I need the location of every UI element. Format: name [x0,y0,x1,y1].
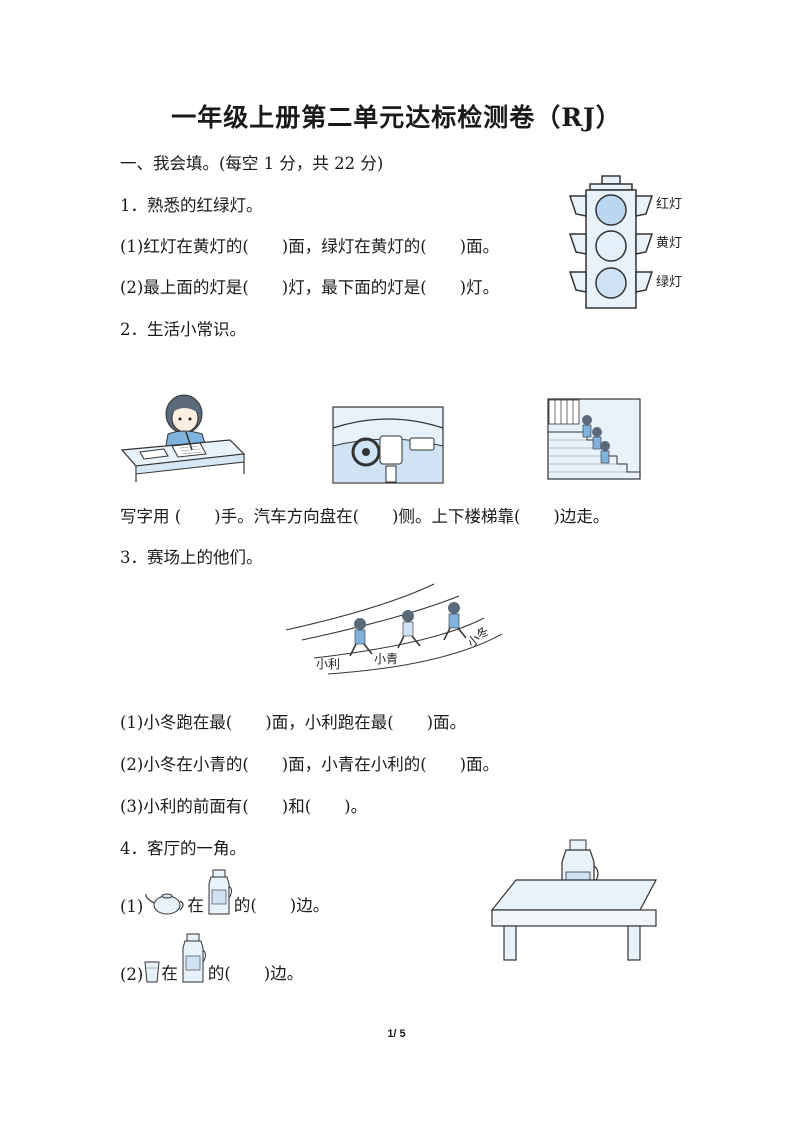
q4-line-2: (2) 在 的( )边。 [120,930,303,984]
red-light-label: 红灯 [656,197,683,212]
race-track-illustration [285,583,503,675]
section-1-heading: 一、我会填。(每空 1 分，共 22 分) [120,154,384,173]
q1-line-2: (2)最上面的灯是( )灯，最下面的灯是( )灯。 [120,278,500,297]
q4-l1-mid: 在 [187,896,204,915]
thermos-icon [208,869,232,915]
stairs-illustration [547,398,641,480]
teapot-icon [145,893,184,915]
traffic-light-illustration [568,175,654,309]
yellow-light-label: 黄灯 [656,236,683,251]
living-room-table-illustration [490,839,657,961]
q3-line-2: (2)小冬在小青的( )面，小青在小利的( )面。 [120,755,500,774]
q2-heading: 2．生活小常识。 [120,320,246,339]
green-light-label: 绿灯 [656,275,683,290]
q4-l2-prefix: (2) [120,965,144,984]
q4-l2-mid: 在 [161,964,178,983]
q1-heading: 1．熟悉的红绿灯。 [120,196,263,215]
q2-line: 写字用 ( )手。汽车方向盘在( )侧。上下楼梯靠( )边走。 [120,507,610,526]
girl-writing-illustration [120,394,245,482]
q3-line-3: (3)小利的前面有( )和( )。 [120,797,368,816]
q4-line-1: (1) 在 的( )边。 [120,868,329,916]
thermos-icon [182,933,206,983]
cup-icon [144,961,160,983]
q3-heading: 3．赛场上的他们。 [120,548,263,567]
q4-l1-prefix: (1) [120,897,144,916]
page-number: 1/ 5 [387,1028,406,1040]
q4-l1-suffix: 的( )边。 [233,896,330,915]
page-title: 一年级上册第二单元达标检测卷（RJ） [171,103,622,132]
q4-l2-suffix: 的( )边。 [207,964,304,983]
q3-line-1: (1)小冬跑在最( )面，小利跑在最( )面。 [120,713,467,732]
runner-label-xiaoqing: 小青 [374,652,399,666]
car-dashboard-illustration [332,406,444,484]
runner-label-xiaoli: 小利 [316,657,341,671]
q1-line-1: (1)红灯在黄灯的( )面，绿灯在黄灯的( )面。 [120,237,500,256]
q4-heading: 4．客厅的一角。 [120,839,246,858]
